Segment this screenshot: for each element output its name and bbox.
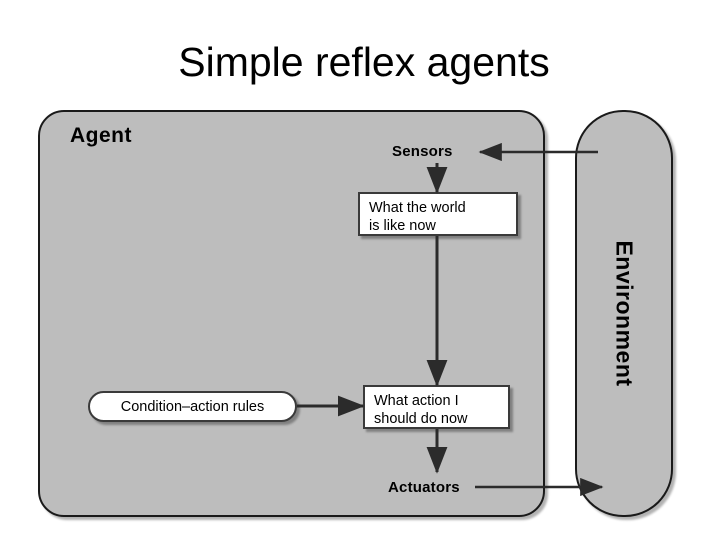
world-state-line-1: What the world — [369, 200, 466, 216]
agent-label: Agent — [70, 124, 132, 147]
sensors-label: Sensors — [392, 143, 453, 160]
condition-action-rules-label: Condition–action rules — [120, 398, 265, 415]
agent-container — [38, 110, 545, 517]
environment-label: Environment — [575, 110, 673, 517]
actuators-label: Actuators — [388, 479, 460, 496]
world-state-node: What the world is like now — [358, 192, 518, 236]
environment-label-text: Environment — [611, 240, 638, 387]
action-line-1: What action I — [374, 393, 459, 409]
world-state-line-2: is like now — [369, 218, 436, 234]
action-line-2: should do now — [374, 411, 468, 427]
action-selection-node: What action I should do now — [363, 385, 510, 429]
environment-container — [575, 110, 673, 517]
page-title: Simple reflex agents — [178, 39, 550, 85]
condition-action-rules-node: Condition–action rules — [88, 391, 297, 422]
